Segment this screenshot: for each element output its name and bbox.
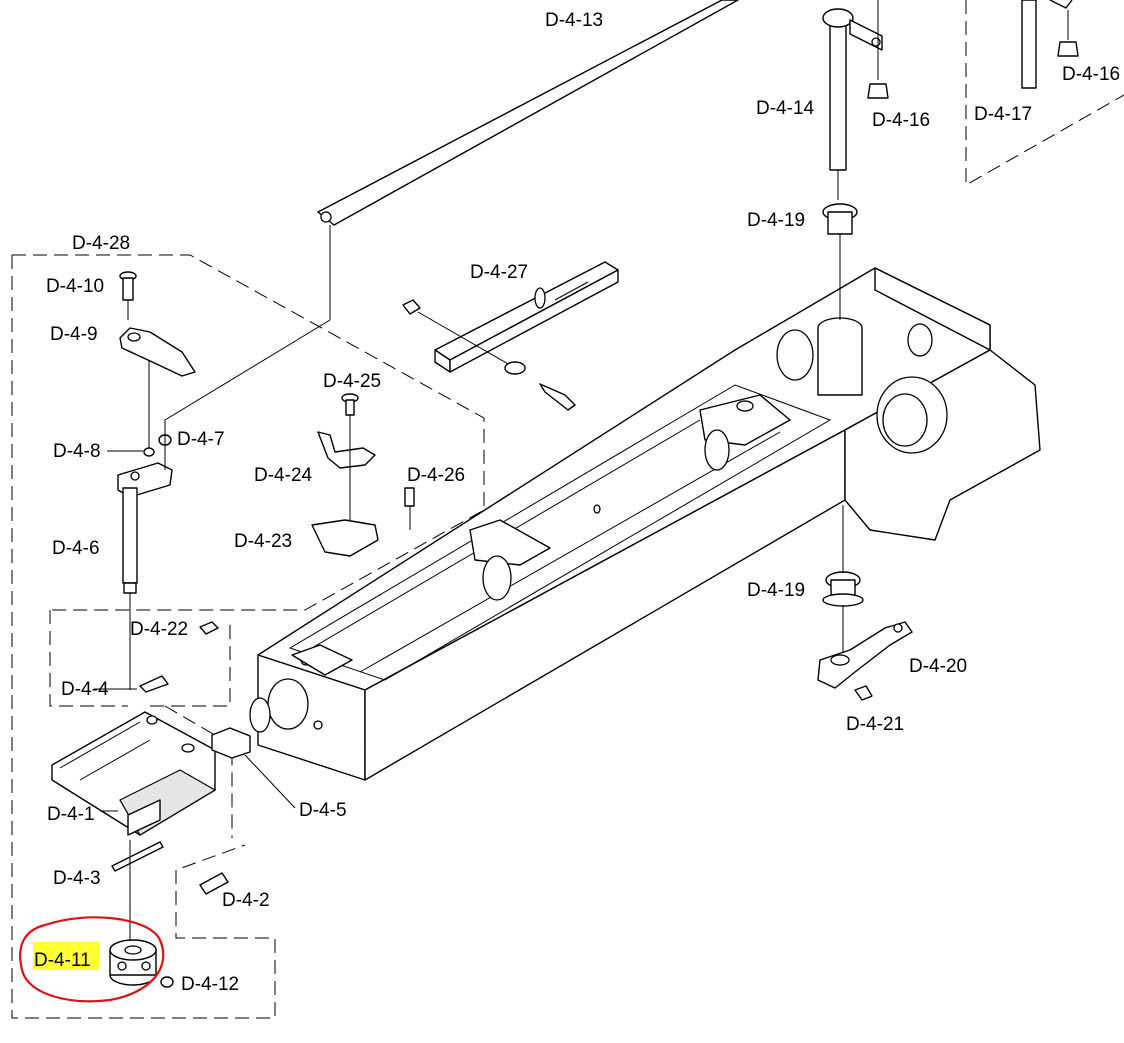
part-d4-2-screw (199, 872, 229, 895)
group-box-d4-17 (965, 0, 1124, 186)
label-d4-1: D-4-1 (47, 804, 95, 825)
part-d4-17-rod (1021, 0, 1079, 89)
part-d4-14-shaft (822, 0, 889, 200)
label-d4-19-top: D-4-19 (747, 210, 805, 231)
part-d4-3-pin (111, 840, 164, 940)
label-d4-14: D-4-14 (756, 98, 815, 119)
label-d4-4: D-4-4 (61, 679, 109, 700)
label-d4-9: D-4-9 (50, 324, 98, 345)
label-d4-19-bottom: D-4-19 (747, 580, 805, 601)
part-d4-11-collar (109, 939, 157, 986)
label-d4-21: D-4-21 (846, 714, 904, 735)
group-box-d4-22 (49, 610, 231, 707)
label-d4-16: D-4-16 (872, 110, 930, 131)
part-d4-22-screw (199, 621, 219, 635)
part-d4-6-shaft (117, 360, 173, 690)
label-d4-24: D-4-24 (254, 465, 313, 486)
label-d4-27: D-4-27 (470, 262, 528, 283)
part-d4-10-screw (119, 271, 137, 320)
label-d4-10: D-4-10 (46, 276, 104, 297)
part-d4-1-base (51, 711, 217, 836)
label-d4-6: D-4-6 (52, 538, 100, 559)
part-d4-20-crank (817, 621, 913, 701)
label-d4-8: D-4-8 (53, 441, 101, 462)
part-d4-19-bushings (822, 203, 864, 655)
label-highlight (33, 942, 99, 970)
label-d4-22: D-4-22 (130, 619, 188, 640)
machine-bed (249, 267, 1041, 781)
label-d4-3: D-4-3 (53, 868, 101, 889)
part-d4-9-plate (119, 327, 196, 377)
part-d4-12-screw (160, 976, 174, 988)
label-d4-7: D-4-7 (177, 429, 225, 450)
group-boxes (11, 0, 1124, 1019)
part-d4-5-plate (211, 727, 296, 809)
label-d4-2: D-4-2 (222, 890, 270, 911)
part-d4-27-bracket (402, 261, 619, 411)
label-d4-13: D-4-13 (545, 10, 603, 31)
part-labels: D-4-13 D-4-14 D-4-16 D-4-17 D-4-16 D-4-1… (34, 10, 1120, 995)
label-d4-23: D-4-23 (234, 531, 292, 552)
label-d4-16-right: D-4-16 (1062, 64, 1120, 85)
label-d4-26: D-4-26 (407, 465, 465, 486)
label-d4-17: D-4-17 (974, 104, 1032, 125)
red-circle-annotation (19, 916, 165, 1003)
label-d4-11: D-4-11 (34, 950, 91, 971)
group-box-d4-1 (11, 695, 276, 1019)
label-d4-12: D-4-12 (181, 974, 239, 995)
group-box-d4-28 (11, 254, 485, 695)
leader-lines (94, 450, 143, 812)
label-d4-25: D-4-25 (323, 371, 381, 392)
label-d4-5: D-4-5 (299, 800, 347, 821)
label-d4-28: D-4-28 (72, 233, 130, 254)
parts-d4-23-26 (311, 393, 415, 557)
label-d4-20: D-4-20 (909, 656, 967, 677)
part-d4-13-rod (164, 0, 739, 421)
part-d4-4-plate (139, 675, 169, 693)
